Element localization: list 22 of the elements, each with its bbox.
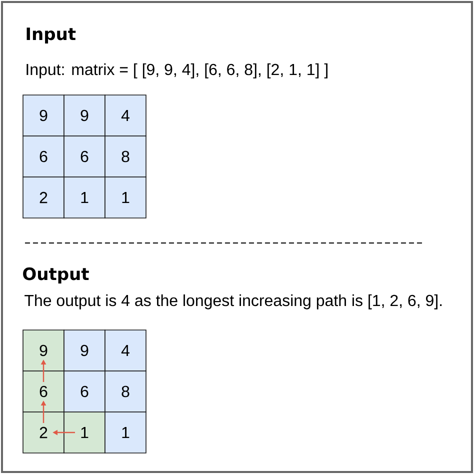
section-heading: Output [23, 267, 89, 284]
grid-cell: 6 [22, 370, 64, 412]
grid-cell: 1 [64, 176, 106, 218]
grid-cell: 2 [22, 176, 64, 218]
grid-cell: 2 [22, 412, 64, 454]
grid-cell: 9 [22, 94, 64, 136]
grid-cell: 8 [104, 370, 146, 412]
grid-cell: 6 [22, 136, 64, 178]
grid-cell: 9 [64, 330, 106, 372]
section-heading: Input [26, 28, 76, 44]
grid-cell: 4 [104, 94, 146, 136]
grid-cell: 6 [64, 370, 106, 412]
description-text: The output is 4 as the longest increasing path is [1, 2, 6, 9]. [24, 294, 442, 310]
grid-cell: 1 [104, 176, 146, 218]
grid-cell: 9 [64, 94, 106, 136]
description-text: Input: matrix = [ [9, 9, 4], [6, 6, 8], [2, 1, 1] ] [26, 63, 328, 78]
grid-cell: 1 [104, 412, 146, 454]
grid-cell: 9 [22, 330, 64, 372]
grid-cell: 1 [64, 412, 106, 454]
grid-cell: 8 [104, 136, 146, 178]
grid-cell: 4 [104, 330, 146, 372]
grid-cell: 6 [64, 136, 106, 178]
